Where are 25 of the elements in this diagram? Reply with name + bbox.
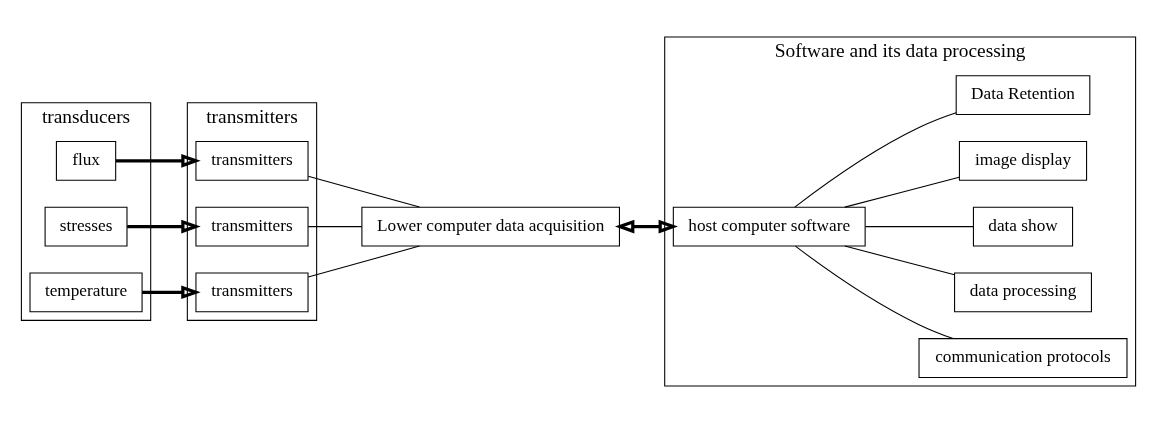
node-box: data processing xyxy=(954,272,1092,313)
arrow xyxy=(614,219,678,234)
connector xyxy=(307,226,363,228)
connector xyxy=(844,245,956,276)
connector xyxy=(307,245,421,278)
node-box: Lower computer data acquisition xyxy=(361,206,620,247)
node-box: data show xyxy=(972,206,1074,247)
arrow xyxy=(142,285,201,300)
node-box: host computer software xyxy=(672,206,866,247)
node-box: communication protocols xyxy=(918,338,1128,378)
node-box: temperature xyxy=(29,272,143,313)
node-box: Data Retention xyxy=(955,75,1091,116)
connector xyxy=(844,176,960,208)
node-box: stresses xyxy=(44,206,128,247)
node-box: flux xyxy=(55,140,117,181)
arrow xyxy=(127,219,201,234)
arrow xyxy=(116,154,201,168)
node-box: image display xyxy=(958,140,1088,181)
connector xyxy=(307,175,421,208)
connector xyxy=(794,112,957,208)
connector xyxy=(864,226,974,228)
node-box: transmitters xyxy=(195,272,309,313)
node-box: transmitters xyxy=(195,206,309,247)
connector xyxy=(794,245,954,340)
node-box: transmitters xyxy=(195,140,309,181)
